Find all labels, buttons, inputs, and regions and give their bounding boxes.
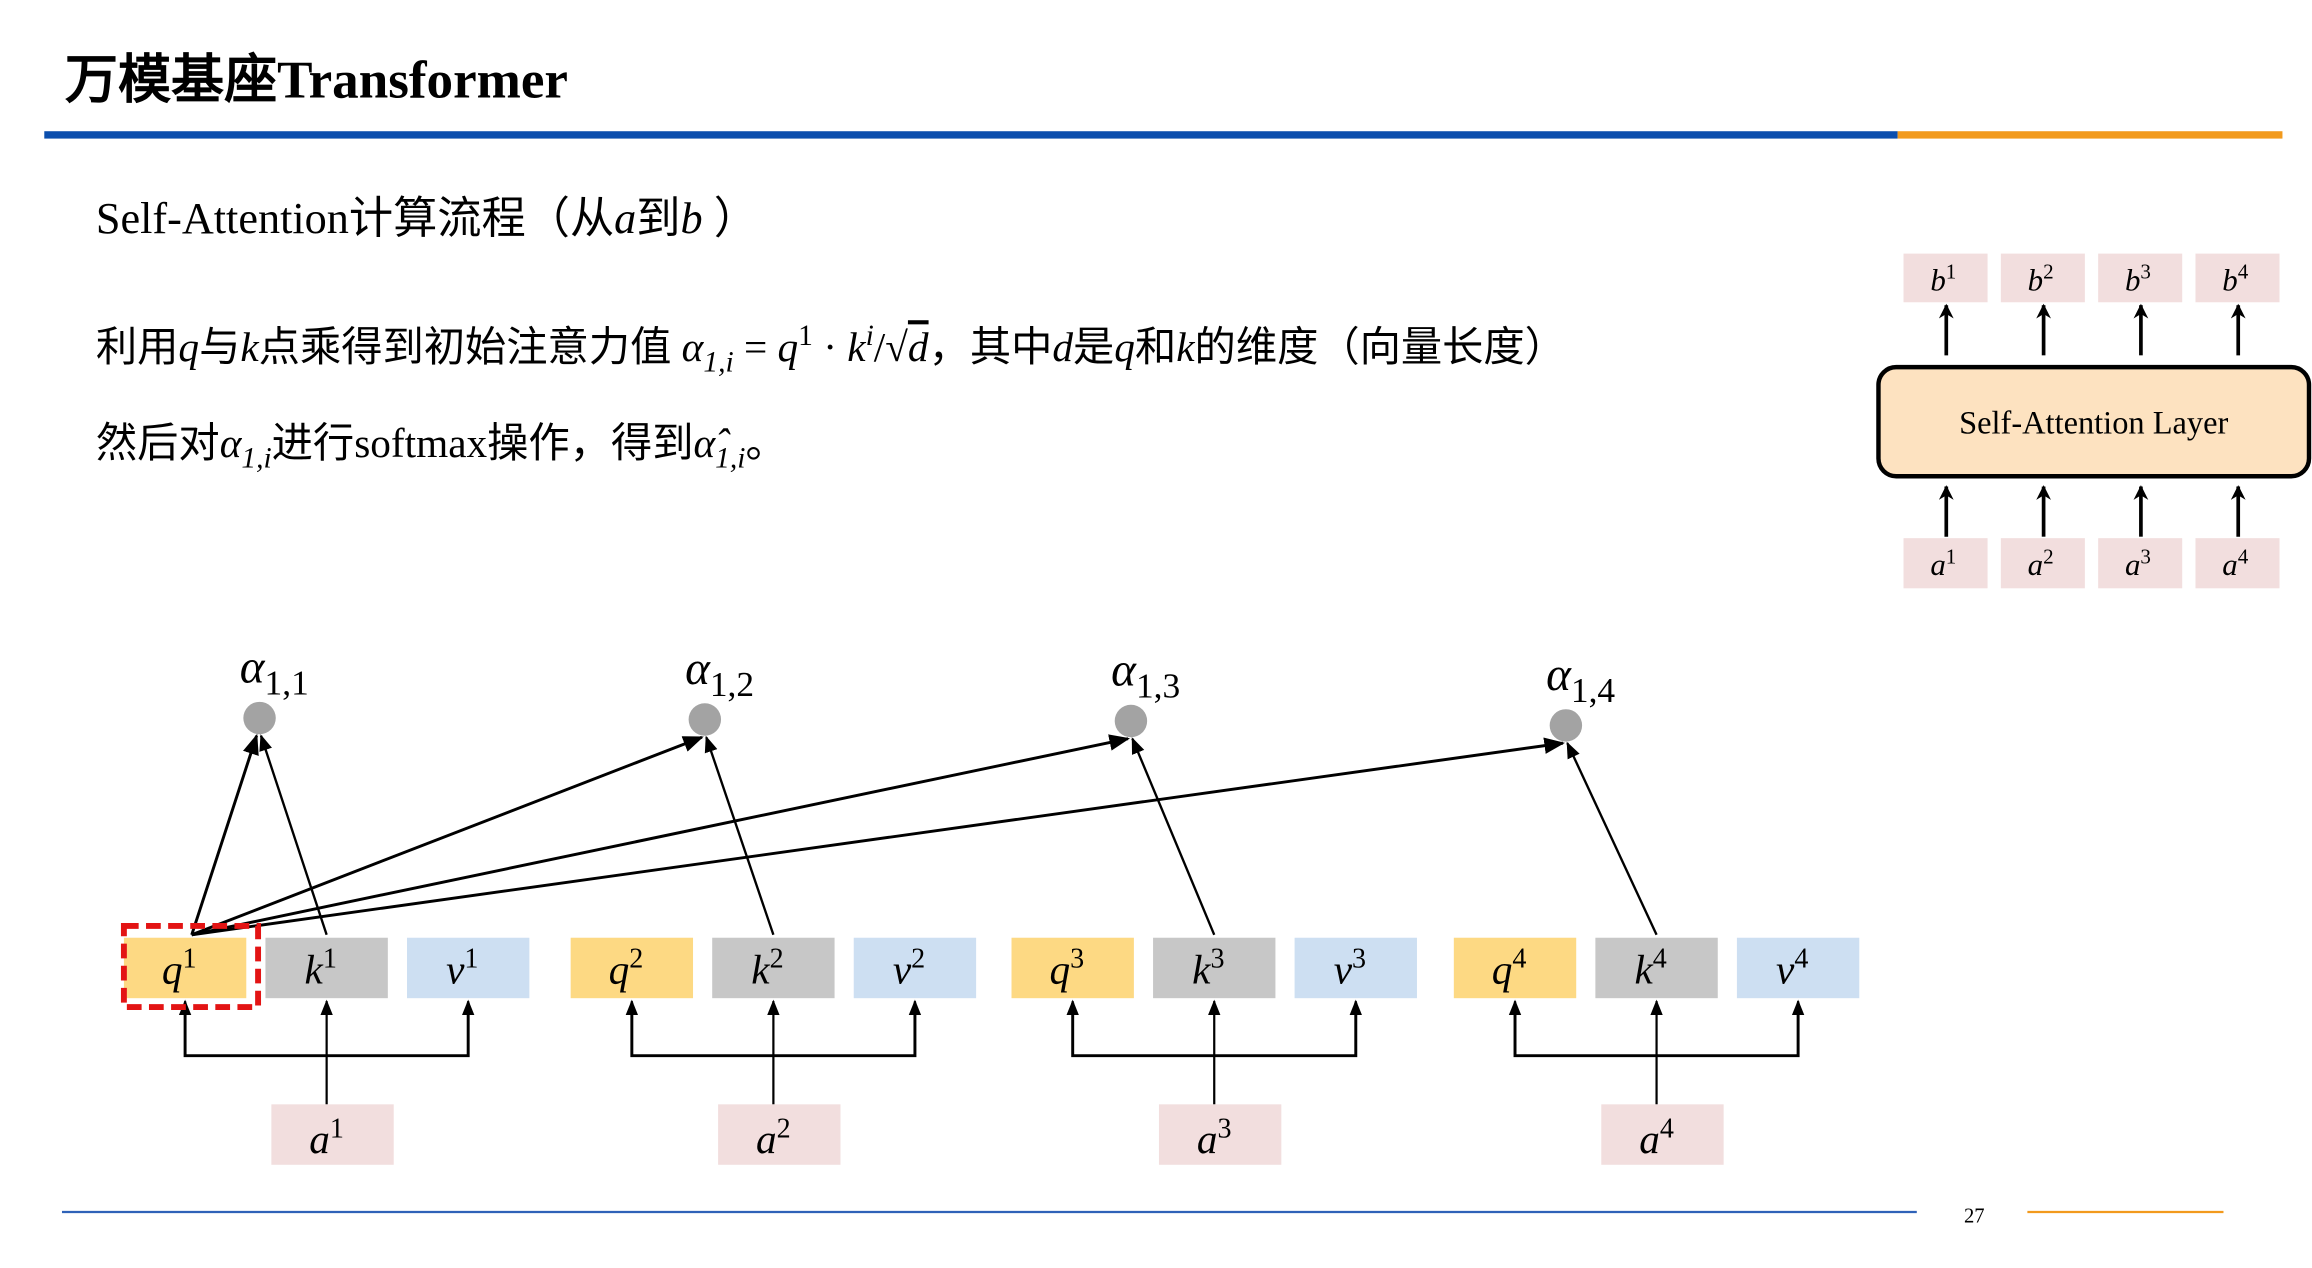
input-box-a2: [718, 1104, 841, 1165]
query-to-score-arrow: [190, 733, 259, 936]
attention-score-node-1: [243, 701, 276, 735]
k-box-3: [1153, 937, 1276, 999]
input-box-a1: [271, 1104, 394, 1165]
attention-score-diagram: q1 k1 v1 a1 α1,1 q2 k2 v2 a2 α1,2 q3 k3 v3 a3 α1,3 q4 k4…: [120, 642, 1860, 1165]
q-label-1: q1: [162, 944, 197, 993]
query-to-score-arrow: [191, 737, 1565, 937]
v-label-4: v4: [1776, 944, 1808, 993]
k-box-1: [265, 937, 388, 999]
q-box-1: [123, 937, 247, 999]
self-attention-layer-diagram: b1 a1 b2 a2 b3 a3 b4 a4 Self-Attention Layer: [1876, 253, 2312, 589]
v-box-3: [1294, 937, 1417, 999]
input-box-a4: [2195, 538, 2280, 589]
v-box-1: [406, 937, 530, 999]
attention-score-node-2: [688, 703, 722, 736]
query-to-score-arrow: [191, 735, 704, 937]
input-label-a4: a4: [1639, 1113, 1674, 1162]
q1-highlight-box: [120, 922, 262, 1010]
input-box-a4: [1601, 1104, 1724, 1165]
v-label-1: v1: [446, 944, 478, 993]
v-label-2: v2: [893, 944, 925, 993]
query-to-score-arrow: [191, 734, 1131, 937]
key-to-score-arrow: [259, 734, 328, 936]
header-rule-orange: [1897, 131, 2283, 139]
output-box-b2: [2000, 253, 2085, 303]
k-label-1: k1: [305, 944, 337, 993]
output-box-b1: [1903, 253, 1988, 303]
output-label-b3: b3: [2125, 260, 2151, 298]
layer-label: Self-Attention Layer: [1959, 405, 2228, 441]
attention-score-label-3: α1,3: [1111, 645, 1180, 706]
page-number: 27: [1964, 1205, 1985, 1227]
input-box-a3: [2098, 538, 2183, 589]
input-box-a3: [1158, 1104, 1282, 1165]
output-label-b4: b4: [2222, 260, 2248, 298]
input-box-a2: [2000, 538, 2085, 589]
attention-score-node-3: [1114, 704, 1148, 738]
attention-score-label-1: α1,1: [240, 642, 309, 703]
input-label-a3: a3: [1197, 1113, 1232, 1162]
k-box-4: [1595, 937, 1718, 999]
attention-score-label-2: α1,2: [685, 643, 754, 704]
q-label-2: q2: [609, 944, 644, 993]
output-label-b1: b1: [1930, 260, 1956, 298]
input-box-a1: [1903, 538, 1988, 589]
k-label-2: k2: [751, 944, 783, 993]
header-rule-blue: [44, 131, 1898, 139]
body-text-line-2: 然后对α1,i进行softmax操作，得到α̂1,i。: [96, 420, 787, 474]
slide-title: 万模基座Transformer: [65, 50, 568, 109]
q-box-2: [570, 937, 694, 999]
k-box-2: [712, 937, 835, 999]
output-box-b4: [2195, 253, 2280, 303]
output-box-b3: [2098, 253, 2183, 303]
input-label-a4: a4: [2222, 544, 2248, 582]
q-box-3: [1011, 937, 1134, 999]
input-label-a1: a1: [1930, 544, 1956, 582]
q-label-3: q3: [1049, 944, 1084, 993]
body-text-line-1: 利用q与k点乘得到初始注意力值 α1,i = q1 · ki/√d，其中d是q和…: [96, 320, 1566, 379]
q-box-4: [1453, 937, 1577, 999]
input-label-a1: a1: [309, 1113, 344, 1162]
section-heading: Self-Attention计算流程（从a到b ）: [96, 194, 758, 243]
k-label-3: k3: [1192, 944, 1224, 993]
key-to-score-arrow: [1131, 737, 1216, 936]
input-label-a3: a3: [2125, 544, 2151, 582]
attention-score-label-4: α1,4: [1546, 649, 1615, 710]
output-label-b2: b2: [2028, 260, 2054, 298]
key-to-score-arrow: [704, 735, 775, 936]
input-label-a2: a2: [756, 1113, 791, 1162]
v-box-2: [853, 937, 977, 999]
key-to-score-arrow: [1566, 741, 1658, 936]
attention-score-node-4: [1549, 709, 1583, 742]
k-label-4: k4: [1634, 944, 1666, 993]
v-box-4: [1736, 937, 1860, 999]
v-label-3: v3: [1334, 944, 1366, 993]
input-label-a2: a2: [2028, 544, 2054, 582]
q-label-4: q4: [1492, 944, 1527, 993]
self-attention-layer-box: [1876, 364, 2312, 479]
